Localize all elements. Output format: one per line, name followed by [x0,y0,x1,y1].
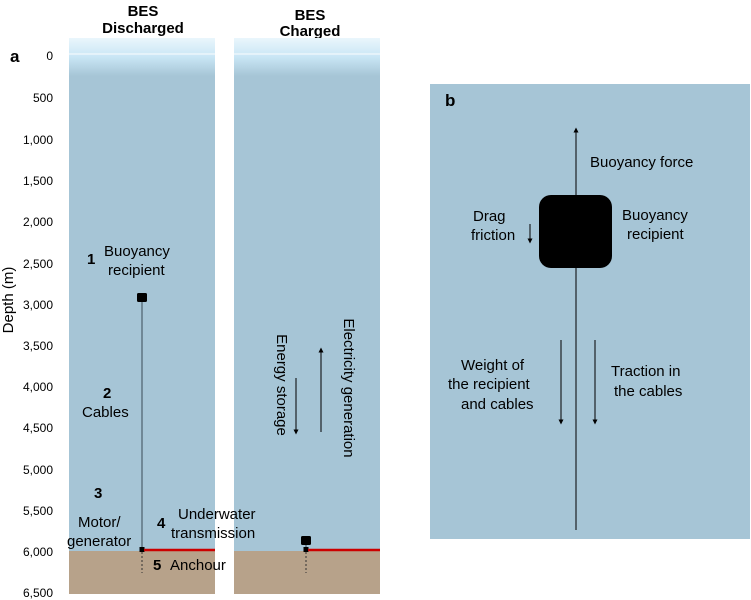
label-drag-line1: Drag [473,208,506,225]
label-cables: Cables [82,404,129,421]
header-discharged-line1: BES [128,3,159,20]
label-energy-storage: Energy storage [273,334,290,436]
label-buoyancy-line2: recipient [108,262,166,279]
label-underwater-line2: transmission [171,525,255,542]
panel-a: a BES Discharged BES Charged 0 500 1,000… [0,3,380,600]
label-weight-line1: Weight of [461,357,525,374]
label-number-1: 1 [87,251,95,268]
label-weight-line2: the recipient [448,376,531,393]
tick-6000: 6,000 [23,545,53,559]
label-number-4: 4 [157,515,166,532]
label-motor-line2: generator [67,533,131,550]
motor-generator-discharged [139,547,145,552]
sea-surface-discharged [69,38,215,76]
tick-4000: 4,000 [23,380,53,394]
label-number-5: 5 [153,557,161,574]
tick-2000: 2,000 [23,215,53,229]
tick-5500: 5,500 [23,504,53,518]
panel-b-letter: b [445,91,455,110]
motor-generator-charged [303,547,309,552]
water-column-charged [234,38,380,553]
label-buoyancy-force: Buoyancy force [590,154,693,171]
buoyancy-recipient-charged [301,536,311,545]
tick-0: 0 [46,49,53,63]
tick-2500: 2,500 [23,257,53,271]
label-recipient-line1: Buoyancy [622,207,688,224]
tick-4500: 4,500 [23,421,53,435]
panel-a-letter: a [10,47,20,66]
buoyancy-recipient-block [539,195,612,268]
label-recipient-line2: recipient [627,226,685,243]
label-electricity-generation: Electricity generation [340,318,357,457]
header-discharged-line2: Discharged [102,20,184,37]
label-motor-line1: Motor/ [78,514,121,531]
header-charged-line1: BES [295,7,326,24]
header-charged-line2: Charged [280,23,341,40]
seabed-charged [234,551,380,594]
panel-b-background [430,84,750,539]
label-underwater-line1: Underwater [178,506,256,523]
label-number-3: 3 [94,485,102,502]
tick-3500: 3,500 [23,339,53,353]
tick-1000: 1,000 [23,133,53,147]
depth-axis: 0 500 1,000 1,500 2,000 2,500 3,000 3,50… [0,49,53,600]
sea-surface-charged [234,38,380,76]
label-traction-line1: Traction in [611,363,680,380]
tick-1500: 1,500 [23,174,53,188]
tick-3000: 3,000 [23,298,53,312]
label-drag-line2: friction [471,227,515,244]
panel-b: b Buoyancy force Drag friction Buoyancy … [430,84,750,539]
label-number-2: 2 [103,385,111,402]
label-anchour: Anchour [170,557,226,574]
label-traction-line2: the cables [614,383,682,400]
tick-6500: 6,500 [23,586,53,600]
buoyancy-recipient-discharged [137,293,147,302]
label-buoyancy-line1: Buoyancy [104,243,170,260]
tick-5000: 5,000 [23,463,53,477]
tick-500: 500 [33,91,53,105]
depth-axis-label: Depth (m) [0,267,17,334]
label-weight-line3: and cables [461,396,534,413]
